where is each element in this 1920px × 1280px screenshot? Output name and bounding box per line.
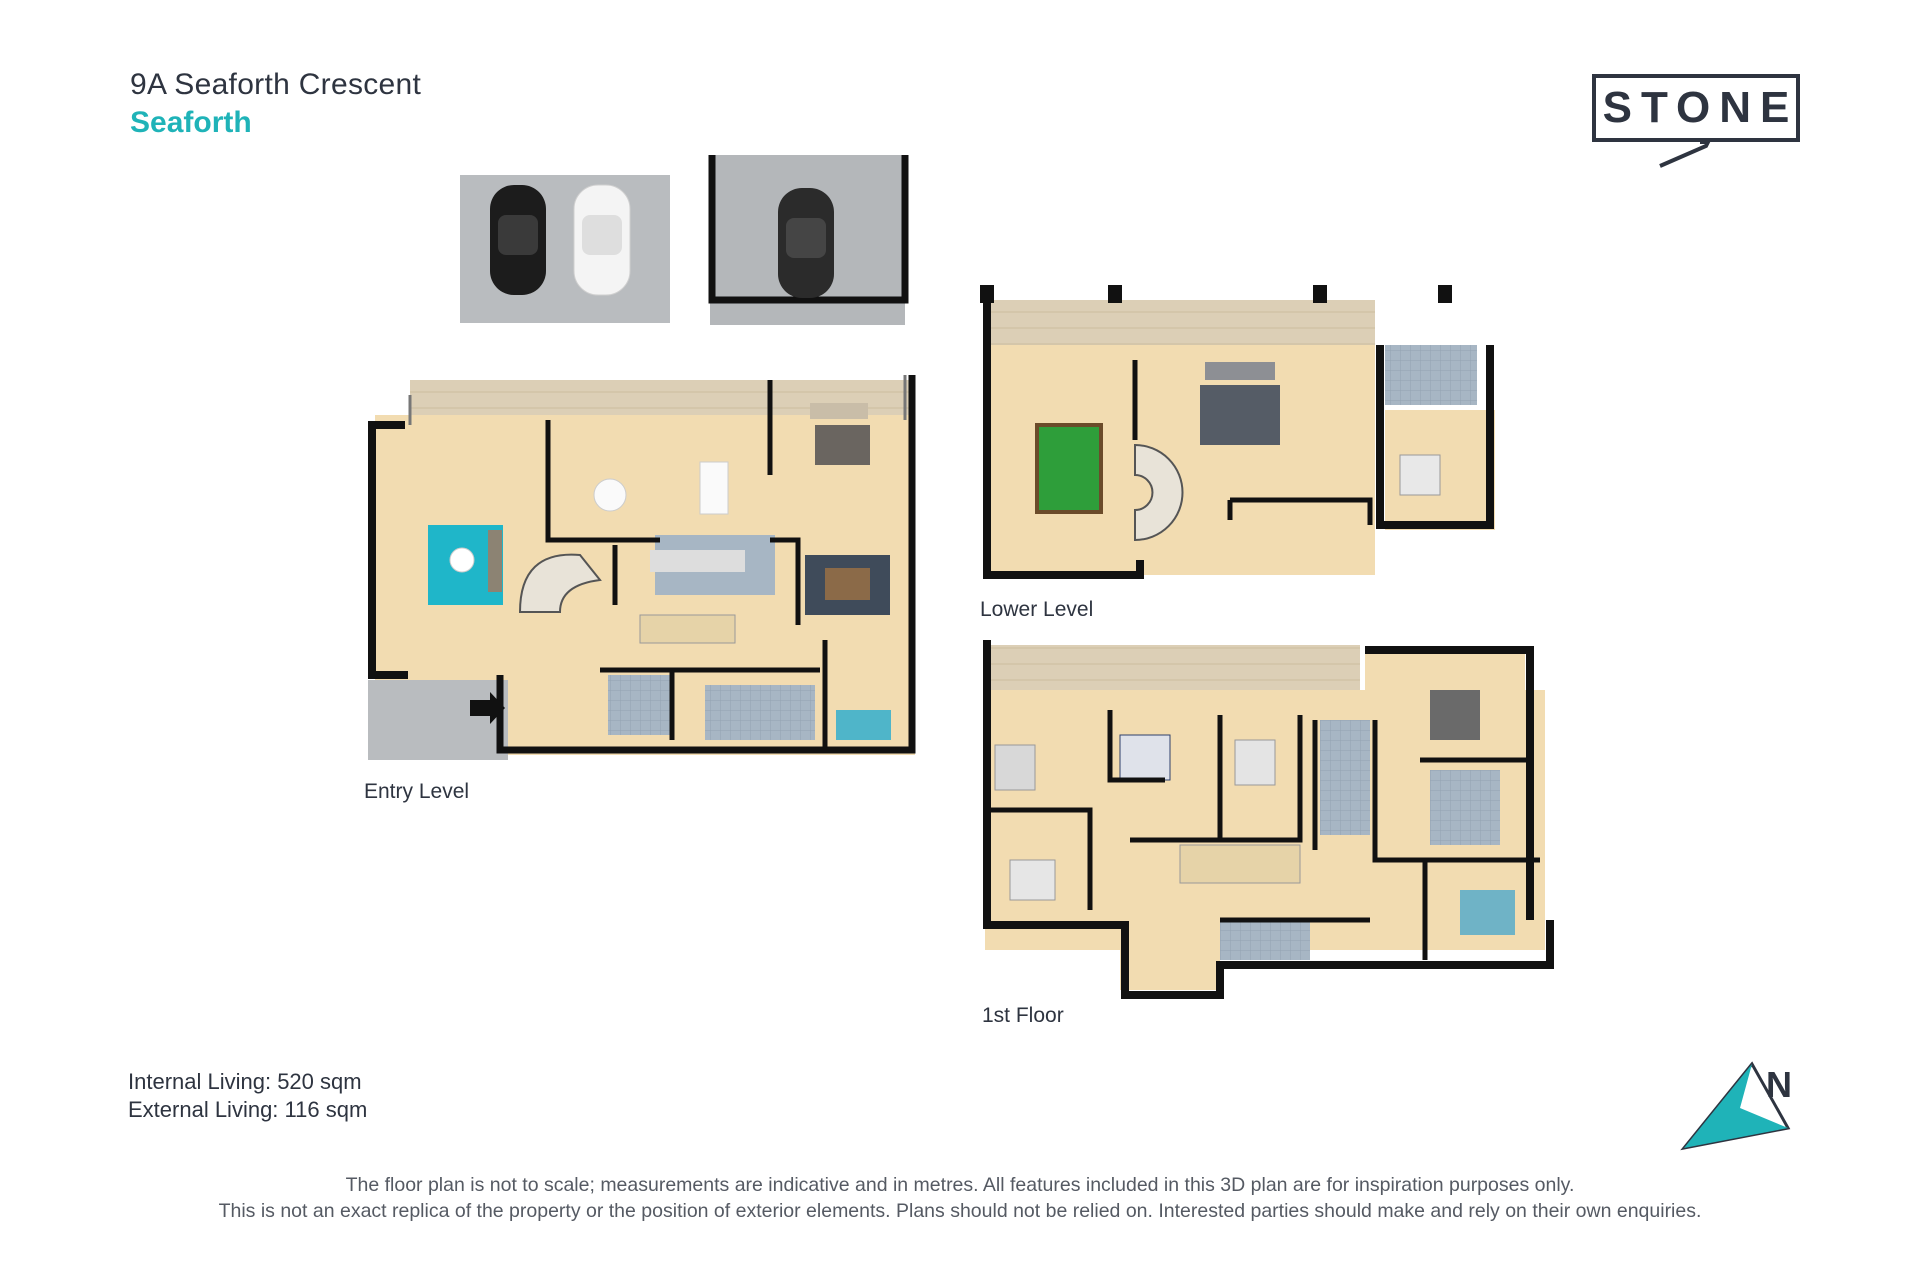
bath-1 [608,675,670,735]
master-bed [1430,690,1480,740]
office-rug [836,710,891,740]
first-bath-3 [1220,920,1310,960]
sofa [488,530,502,592]
coffee-table [449,547,475,573]
north-label: N [1766,1064,1792,1105]
disclaimer-line-2: This is not an exact replica of the prop… [218,1200,1702,1222]
first-balcony [1120,920,1220,990]
property-address: 9A Seaforth Crescent [130,68,422,101]
first-floor-label: 1st Floor [982,1004,1064,1027]
kitchen-island [650,550,745,572]
first-stair [1179,844,1301,884]
bed-5 [1460,890,1515,935]
logo-text: STONE [1602,83,1799,132]
entry-stair [639,614,736,644]
north-arrow-icon [1680,1061,1791,1151]
disclaimer-line-1: The floor plan is not to scale; measurem… [345,1174,1575,1196]
dining-table-right [825,568,870,600]
bed-2 [1119,734,1171,781]
lower-level-label: Lower Level [980,598,1094,621]
first-floor-plan [983,640,1554,999]
dining-table [699,461,729,515]
external-living: External Living: 116 sqm [128,1097,368,1122]
car-white [573,184,631,296]
curved-stair [1134,443,1184,542]
bed-4 [1009,859,1056,901]
lower-bed [1399,454,1441,496]
lounge-sofa [810,403,868,419]
first-deck [985,645,1360,693]
entry-arrow-icon [470,692,505,724]
entry-level-plan [368,375,916,760]
entry-level-label: Entry Level [364,780,470,803]
car-dark-2 [778,188,834,298]
property-suburb: Seaforth [130,106,252,139]
internal-living: Internal Living: 520 sqm [128,1069,362,1094]
first-bath-1 [1320,720,1370,835]
lower-lounge-rug [1200,385,1280,445]
lounge-rug [815,425,870,465]
bath-2 [705,685,815,740]
lower-deck [985,300,1375,348]
car-dark-1 [490,185,546,295]
first-bath-2 [1430,770,1500,845]
lower-level-plan [980,285,1495,579]
round-table [593,478,627,512]
lower-lounge-sofa [1205,362,1275,380]
spiral-stair [518,553,602,613]
bed-3 [1234,739,1276,786]
bed-1 [994,744,1036,791]
disclaimer: The floor plan is not to scale; measurem… [0,1172,1920,1224]
entry-path [368,680,508,760]
lower-bath [1385,345,1477,405]
garage-area [460,155,909,325]
pool-table [1035,423,1103,514]
area-stats: Internal Living: 520 sqm External Living… [128,1068,367,1124]
